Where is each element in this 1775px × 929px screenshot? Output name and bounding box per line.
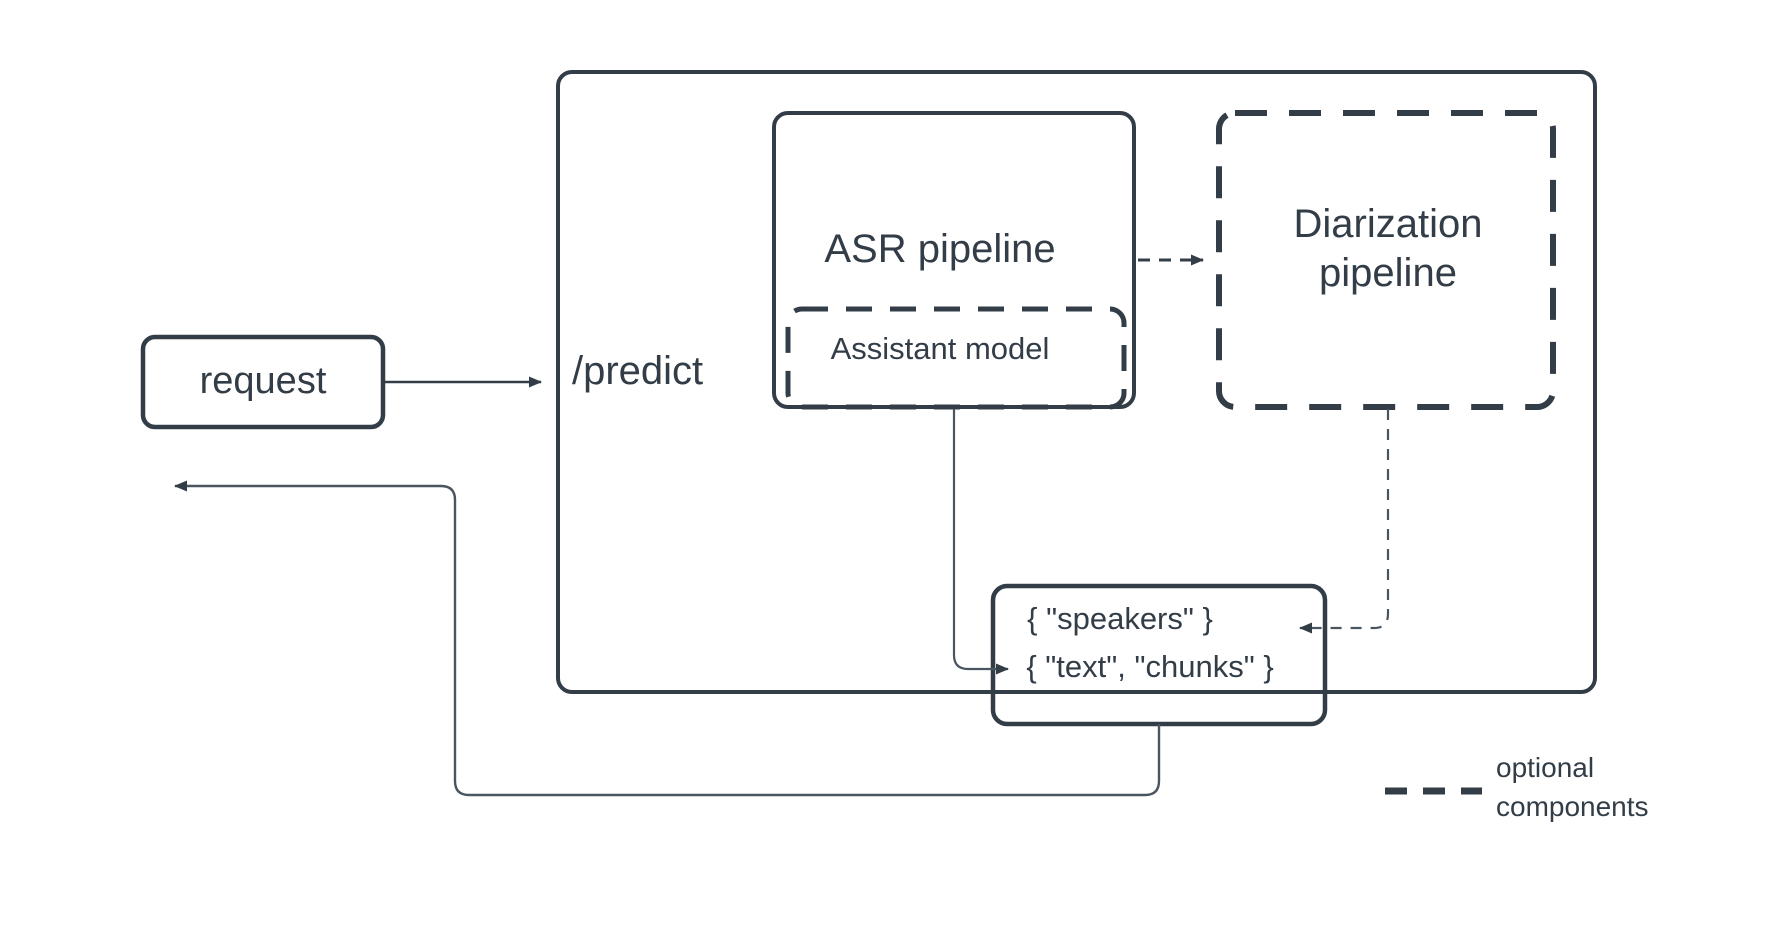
asr-pipeline-box	[772, 111, 1136, 409]
output-box	[990, 583, 1328, 727]
request-box	[140, 334, 386, 430]
predict-container-box	[556, 70, 1597, 694]
edge-assistant-to-chunks	[952, 409, 1009, 675]
diarization-pipeline-box	[1216, 110, 1556, 410]
edge-output-to-response	[174, 480, 1161, 797]
edge-diarization-to-speakers	[1299, 409, 1390, 634]
assistant-model-box	[785, 306, 1127, 410]
